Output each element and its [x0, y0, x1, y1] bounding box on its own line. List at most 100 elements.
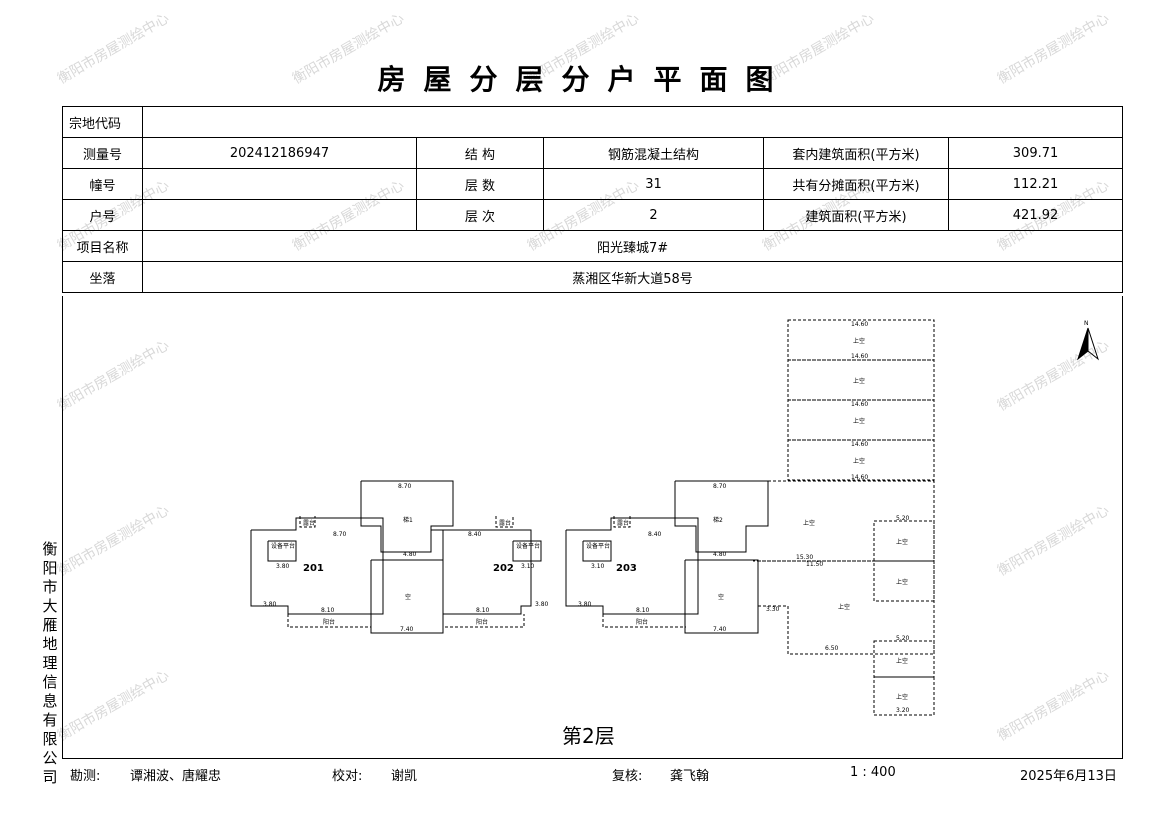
- inner-area-label: 套内建筑面积(平方米): [763, 137, 949, 169]
- room-outline: [267, 540, 297, 562]
- platform-outline: [613, 516, 631, 528]
- total-area-value: 421.92: [947, 199, 1124, 231]
- void-block: [787, 359, 935, 401]
- dim-label: 5.20: [896, 635, 910, 642]
- room-label: 设备平台: [271, 542, 295, 550]
- room-outline: [512, 540, 542, 562]
- dim-label: 8.40: [648, 531, 662, 538]
- room-label: 阳台: [476, 618, 488, 626]
- page-title: 房屋分层分户平面图: [377, 63, 792, 96]
- dim-label: 7.40: [400, 626, 414, 633]
- table-row: 宗地代码: [62, 106, 1124, 138]
- dim-label: 6.50: [825, 645, 839, 652]
- dim-label: 14.60: [851, 321, 868, 328]
- surveyors-label: 勘测:: [70, 769, 101, 784]
- dim-label: 8.10: [321, 607, 335, 614]
- dim-label: 3.80: [276, 563, 290, 570]
- dim-label: 8.10: [476, 607, 490, 614]
- table-row: 项目名称 阳光臻城7#: [62, 230, 1124, 262]
- stair-1-outline: [360, 480, 454, 553]
- room-label: 阳台: [323, 618, 335, 626]
- north-label: N: [1084, 320, 1089, 327]
- void-label: 上空: [896, 538, 908, 546]
- void-label: 上空: [853, 457, 865, 465]
- void-label: 上空: [896, 693, 908, 701]
- table-row: 坐落 蒸湘区华新大道58号: [62, 261, 1124, 293]
- date-value: 2025年6月13日: [1020, 769, 1117, 784]
- dim-label: 7.40: [713, 626, 727, 633]
- building-label: 幢号: [62, 168, 143, 200]
- dim-label: 14.60: [851, 401, 868, 408]
- dim-label: 8.70: [713, 483, 727, 490]
- dim-label: 8.40: [468, 531, 482, 538]
- floors-label: 层 数: [416, 168, 544, 200]
- floor-label: 第2层: [562, 724, 615, 748]
- structure-value: 钢筋混凝土结构: [543, 137, 764, 169]
- project-value: 阳光臻城7#: [141, 230, 1124, 262]
- dim-label: 8.70: [333, 531, 347, 538]
- floor-plan-area: 201 202 203 梯1 梯2 空 空 阳台 阳台 阳台 露台 露台 露台 …: [62, 296, 1123, 759]
- dim-label: 5.20: [896, 515, 910, 522]
- floor-plan-drawing: 201 202 203 梯1 梯2 空 空 阳台 阳台 阳台 露台 露台 露台 …: [250, 319, 1099, 716]
- stair-label: 梯1: [403, 516, 413, 524]
- floors-value: 31: [543, 168, 764, 200]
- dim-label: 8.70: [398, 483, 412, 490]
- total-area-label: 建筑面积(平方米): [763, 199, 949, 231]
- room-label: 设备平台: [586, 542, 610, 550]
- dim-label: 3.30: [766, 606, 780, 613]
- void-label: 上空: [853, 377, 865, 385]
- void-block: [873, 560, 935, 602]
- location-label: 坐落: [62, 261, 143, 293]
- dim-label: 14.60: [851, 474, 868, 481]
- dim-label: 4.80: [713, 551, 727, 558]
- building-value: [142, 168, 417, 200]
- reviewer-label: 复核:: [612, 769, 643, 784]
- platform-outline: [299, 516, 316, 528]
- checker-label: 校对:: [332, 769, 363, 784]
- room-label: 设备平台: [516, 542, 540, 550]
- dim-label: 3.20: [896, 707, 910, 714]
- survey-label: 测量号: [62, 137, 143, 169]
- dim-label: 14.60: [851, 353, 868, 360]
- zongdi-label: 宗地代码: [62, 106, 143, 138]
- void-label: 上空: [853, 337, 865, 345]
- unit-label: 户号: [62, 199, 143, 231]
- table-row: 测量号 202412186947 结 构 钢筋混凝土结构 套内建筑面积(平方米)…: [62, 137, 1124, 169]
- north-arrow-outline: [1087, 327, 1099, 361]
- shared-area-label: 共有分摊面积(平方米): [763, 168, 949, 200]
- room-label: 露台: [303, 519, 315, 527]
- dim-label: 4.80: [403, 551, 417, 558]
- void-block: [873, 676, 935, 716]
- project-label: 项目名称: [62, 230, 143, 262]
- inner-area-value: 309.71: [947, 137, 1124, 169]
- surveyors-value: 谭湘波、唐耀忠: [130, 769, 222, 784]
- unit-203-outline: [565, 517, 699, 615]
- dim-label: 3.80: [263, 601, 277, 608]
- dim-label: 15.30: [796, 554, 813, 561]
- unit-201-outline: [250, 517, 384, 615]
- table-row: 幢号 层 数 31 共有分摊面积(平方米) 112.21: [62, 168, 1124, 200]
- room-label: 露台: [617, 519, 629, 527]
- unit-label-203: 203: [616, 563, 637, 574]
- void-block: [787, 319, 935, 361]
- void-block: [787, 399, 935, 441]
- dim-label: 8.10: [636, 607, 650, 614]
- checker-value: 谢凯: [391, 769, 418, 784]
- core-outline: [684, 559, 759, 634]
- platform-outline: [495, 516, 514, 528]
- shared-area-value: 112.21: [947, 168, 1124, 200]
- stair-label: 梯2: [713, 516, 723, 524]
- dim-label: 3.10: [521, 563, 535, 570]
- room-label: 露台: [499, 519, 511, 527]
- zongdi-value: [141, 106, 1124, 138]
- level-value: 2: [543, 199, 764, 231]
- dim-label: 3.10: [591, 563, 605, 570]
- void-block: [787, 439, 935, 481]
- dim-label: 14.60: [851, 441, 868, 448]
- room-label: 空: [718, 593, 724, 601]
- dim-label: 3.80: [535, 601, 549, 608]
- room-label: 阳台: [636, 618, 648, 626]
- unit-label-201: 201: [303, 563, 324, 574]
- table-row: 户号 层 次 2 建筑面积(平方米) 421.92: [62, 199, 1124, 231]
- void-label: 上空: [896, 657, 908, 665]
